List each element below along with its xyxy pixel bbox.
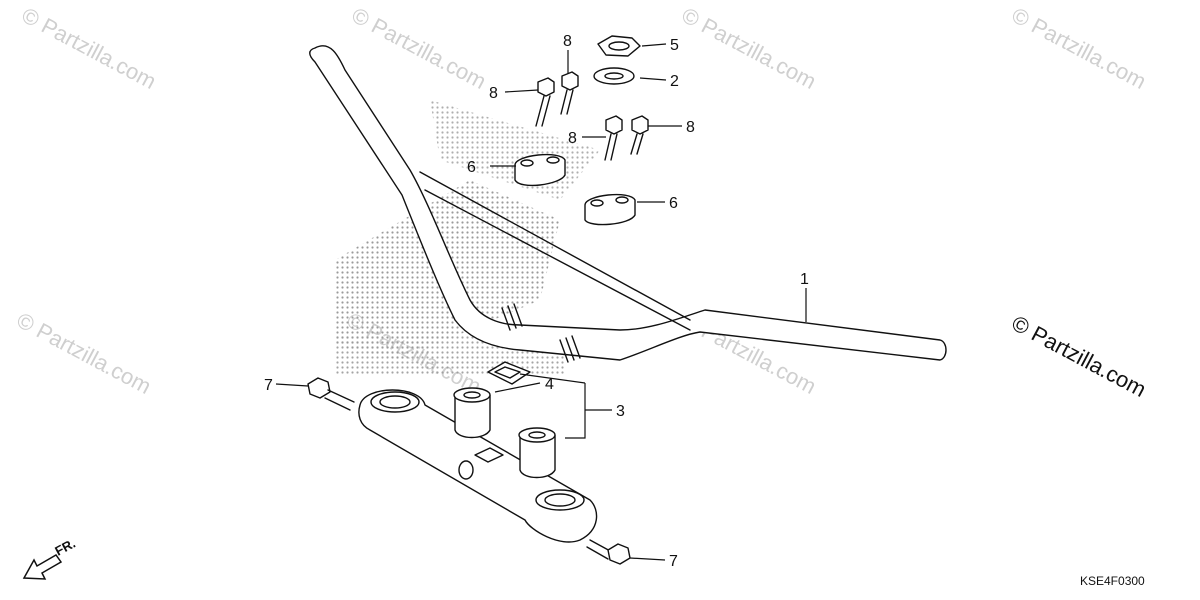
callout-bolt-upper-3: 8 — [568, 130, 577, 147]
callout-washer: 2 — [670, 73, 679, 90]
upper-holder-left — [514, 153, 566, 187]
watermark: © Partzilla.com — [13, 307, 156, 399]
callout-bolt-upper-1: 8 — [489, 85, 498, 102]
front-direction-marker: FR. — [22, 536, 78, 580]
callout-upper-holder-left: 6 — [467, 159, 476, 176]
watermark: © Partzilla.com — [678, 2, 821, 94]
callout-cushion: 4 — [545, 376, 554, 393]
front-arrow-icon — [22, 554, 63, 580]
washer — [593, 67, 635, 85]
callout-nut: 5 — [670, 37, 679, 54]
handlebar — [309, 45, 947, 363]
upper-holder-right — [584, 193, 636, 226]
callout-labels: 1 2 3 4 5 6 6 7 7 8 8 8 8 — [264, 33, 809, 570]
bolt-upper-3 — [604, 115, 623, 161]
bolt-upper-4 — [630, 115, 649, 155]
callout-holder-assembly: 3 — [616, 403, 625, 420]
side-watermark: © Partzilla.com — [1008, 310, 1151, 402]
callout-upper-holder-right: 6 — [669, 195, 678, 212]
watermark: © Partzilla.com — [1008, 2, 1151, 94]
callout-bolt-upper-4: 8 — [686, 119, 695, 136]
diagram-code: KSE4F0300 — [1080, 574, 1145, 588]
bolt-upper-1 — [535, 77, 555, 127]
cushion — [487, 361, 531, 385]
watermark: © Partzilla.com — [348, 2, 491, 94]
watermark: © Partzilla.com — [18, 2, 161, 94]
callout-bolt-upper-2: 8 — [563, 33, 572, 50]
callout-handlebar: 1 — [800, 271, 809, 288]
callout-bolt-left-lower: 7 — [264, 377, 273, 394]
leader-lines — [275, 43, 807, 561]
bolt-right-lower — [586, 539, 631, 565]
bolt-upper-2 — [560, 71, 579, 115]
bolt-left-lower — [307, 377, 355, 411]
callout-bolt-right-lower: 7 — [669, 553, 678, 570]
nut — [597, 35, 641, 57]
lower-holder-assembly — [358, 387, 598, 543]
